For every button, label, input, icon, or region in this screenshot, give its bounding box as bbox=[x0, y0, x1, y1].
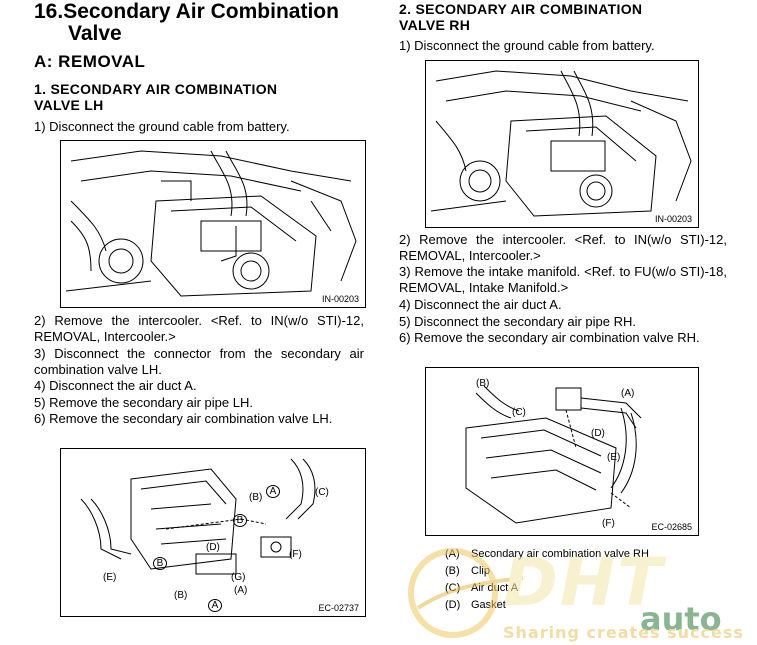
section-heading: A: REMOVAL bbox=[34, 52, 146, 71]
subsection-heading-rh-1: 2. SECONDARY AIR COMBINATION bbox=[399, 1, 643, 17]
fig-label-c: (C) bbox=[512, 407, 526, 418]
fig-label-a: (A) bbox=[621, 388, 635, 399]
figure-code: EC-02737 bbox=[318, 603, 359, 613]
fig-label-f: (F) bbox=[602, 518, 615, 529]
page-title-line1: 16.Secondary Air Combination bbox=[34, 0, 339, 23]
fig-label-a3: A bbox=[208, 599, 222, 612]
step-5-rh: 5) Disconnect the secondary air pipe RH. bbox=[399, 314, 637, 329]
figure-battery-lh: IN-00203 bbox=[60, 140, 366, 308]
subsection-heading-lh-2: VALVE LH bbox=[34, 97, 104, 113]
legend-list: (A)Secondary air combination valve RH (B… bbox=[445, 546, 727, 614]
fig-label-c: (C) bbox=[315, 487, 329, 498]
step-3-lh: 3) Disconnect the connector from the sec… bbox=[34, 346, 364, 378]
fig-label-d: (D) bbox=[591, 428, 605, 439]
figure-valve-rh: (B) (C) (A) (D) (E) (F) EC-02685 bbox=[425, 367, 699, 536]
fig-label-b3: B bbox=[153, 557, 167, 570]
subsection-heading-lh-1: 1. SECONDARY AIR COMBINATION bbox=[34, 81, 278, 97]
legend-item: (C)Air duct A bbox=[445, 582, 519, 594]
step-6-lh: 6) Remove the secondary air combination … bbox=[34, 411, 333, 426]
figure-code: IN-00203 bbox=[321, 294, 359, 304]
valve-lh-diagram bbox=[80, 458, 316, 575]
fig-label-a2: (A) bbox=[234, 585, 248, 596]
page-title-line2: Valve bbox=[68, 22, 122, 45]
step-2-lh: 2) Remove the intercooler. <Ref. to IN(w… bbox=[34, 313, 364, 345]
fig-label-g: (G) bbox=[231, 572, 246, 583]
step-3-rh: 3) Remove the intake manifold. <Ref. to … bbox=[399, 264, 727, 296]
step-1-rh: 1) Disconnect the ground cable from batt… bbox=[399, 38, 655, 53]
fig-label-f: (F) bbox=[289, 549, 302, 560]
fig-label-b4: (B) bbox=[174, 590, 188, 601]
figure-code: EC-02685 bbox=[651, 522, 692, 532]
figure-code: IN-00203 bbox=[654, 214, 692, 224]
step-1-lh: 1) Disconnect the ground cable from batt… bbox=[34, 119, 290, 134]
legend-item: (D)Gasket bbox=[445, 599, 506, 611]
battery-illustration bbox=[65, 150, 357, 297]
subsection-heading-rh-2: VALVE RH bbox=[399, 17, 471, 33]
legend-item: (A)Secondary air combination valve RH bbox=[445, 548, 649, 560]
battery-illustration bbox=[430, 70, 692, 217]
figure-valve-lh: (C) (B) A B (D) (F) B (E) (G) (A) (B) A … bbox=[60, 448, 366, 617]
step-4-lh: 4) Disconnect the air duct A. bbox=[34, 378, 197, 393]
figure-battery-rh: IN-00203 bbox=[425, 60, 699, 228]
valve-rh-diagram bbox=[465, 385, 642, 524]
legend-item: (B)Clip bbox=[445, 565, 490, 577]
step-2-rh: 2) Remove the intercooler. <Ref. to IN(w… bbox=[399, 232, 727, 264]
watermark-tagline: Sharing creates success bbox=[503, 623, 744, 642]
step-6-rh: 6) Remove the secondary air combination … bbox=[399, 330, 700, 345]
fig-label-b2: B bbox=[233, 514, 247, 527]
fig-label-a1: A bbox=[266, 485, 280, 498]
fig-label-b: (B) bbox=[476, 378, 490, 389]
fig-label-e: (E) bbox=[103, 572, 117, 583]
fig-label-b1: (B) bbox=[249, 492, 263, 503]
fig-label-e: (E) bbox=[607, 452, 621, 463]
step-5-lh: 5) Remove the secondary air pipe LH. bbox=[34, 395, 253, 410]
fig-label-d: (D) bbox=[206, 542, 220, 553]
step-4-rh: 4) Disconnect the air duct A. bbox=[399, 297, 562, 312]
